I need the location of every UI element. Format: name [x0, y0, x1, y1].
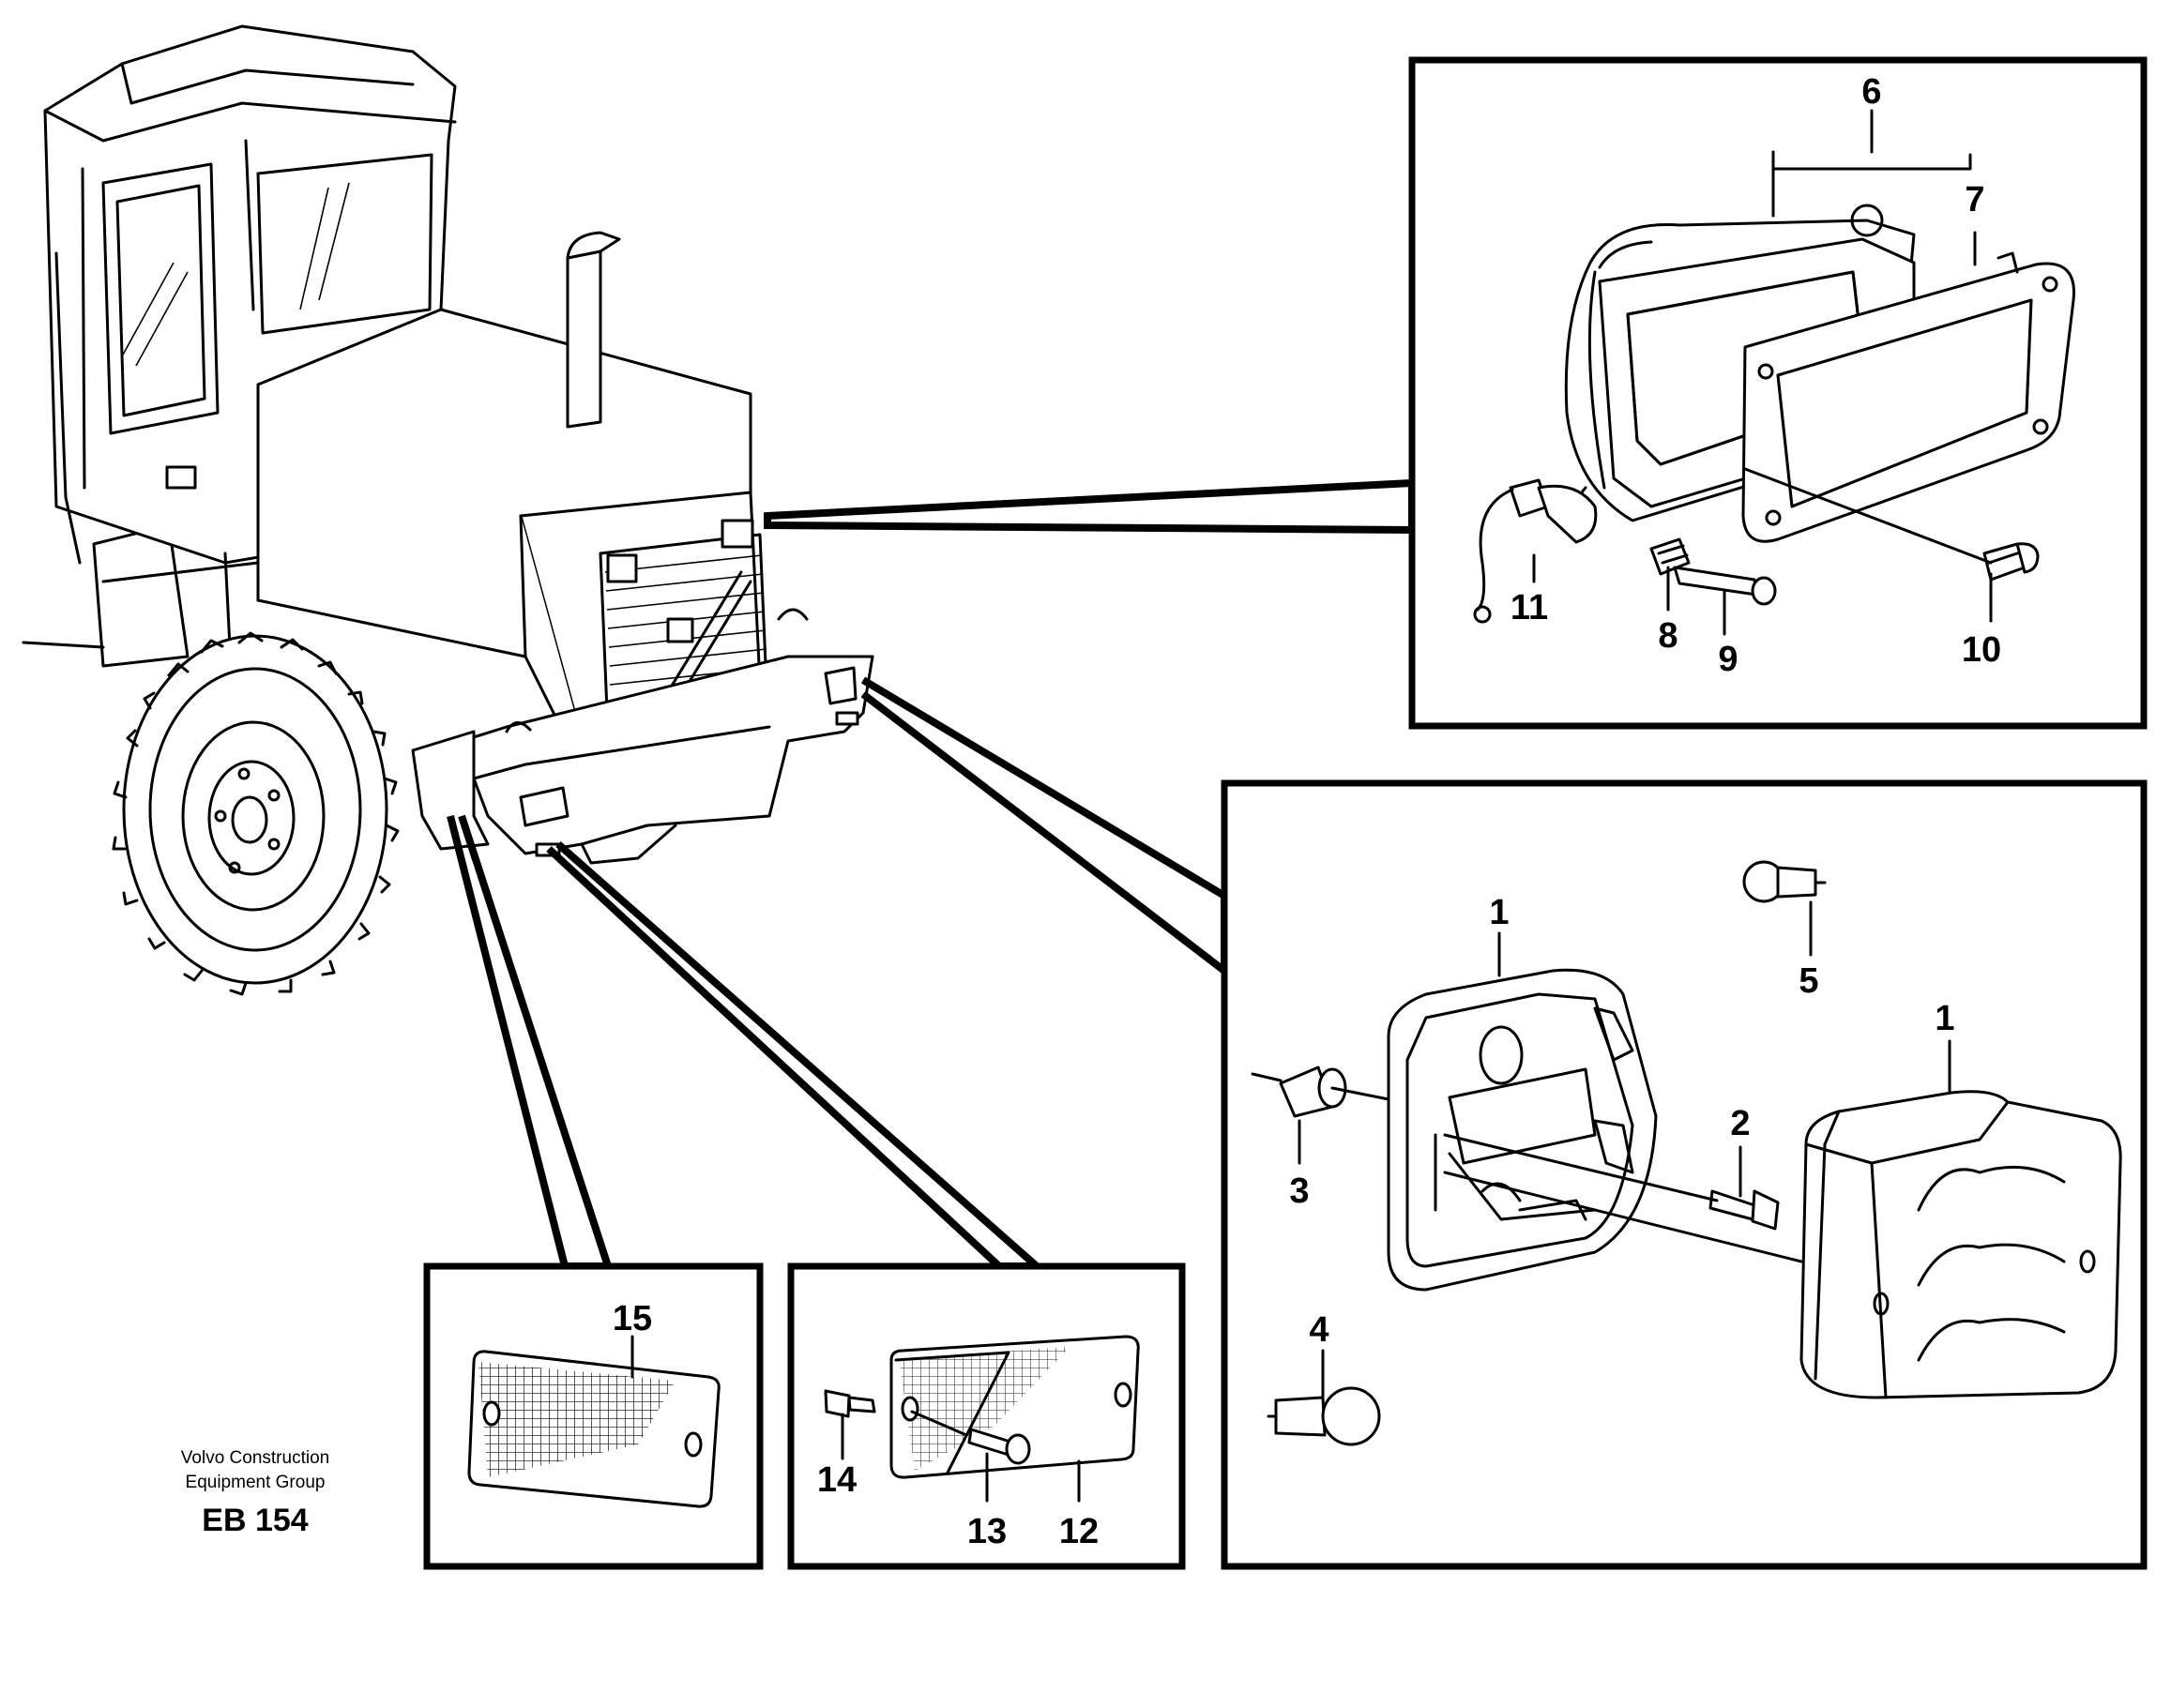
- adjusting-bolt: [1673, 566, 1777, 606]
- callout-6: 6: [1861, 72, 1881, 112]
- callout-5: 5: [1799, 961, 1818, 1001]
- side-reflector-bolted: [824, 1335, 1140, 1503]
- callout-2: 2: [1730, 1104, 1750, 1143]
- callout-3: 3: [1289, 1171, 1309, 1211]
- figure-code: EB 154: [202, 1503, 308, 1538]
- callout-12: 12: [1059, 1512, 1099, 1551]
- callout-13: 13: [967, 1512, 1007, 1551]
- bulb-large: [1267, 1349, 1381, 1446]
- bulb-small: [1742, 860, 1827, 957]
- callout-7: 7: [1965, 180, 1984, 219]
- callout-9: 9: [1718, 640, 1738, 679]
- rear-lamp-lens: [1799, 1090, 2122, 1399]
- exhaust-stack: [566, 231, 621, 429]
- front-wheel: [112, 631, 400, 996]
- callout-1-lens: 1: [1935, 999, 1954, 1038]
- credit-line-1: Volvo Construction: [181, 1448, 329, 1468]
- callout-11: 11: [1511, 588, 1548, 627]
- rear-lamp-assembly: [1251, 860, 2122, 1446]
- callout-4: 4: [1309, 1310, 1328, 1350]
- callout-numbers: 6 7 11 8 9 10 1 5 1 2 3 4 15 14 13 12: [613, 72, 2001, 1551]
- headlamp-frame: [1741, 251, 2075, 543]
- headlamp-assembly: [1473, 109, 2075, 636]
- headlamp-bulb: [1473, 478, 1598, 624]
- engine-hood: [101, 308, 752, 658]
- side-reflector: [467, 1335, 721, 1508]
- lamp-screw: [1708, 1145, 1780, 1231]
- publisher-credit: Volvo Construction Equipment Group EB 15…: [181, 1448, 329, 1538]
- callout-1-housing: 1: [1489, 893, 1509, 932]
- mounting-bolt: [1982, 542, 2040, 582]
- front-bumper: [430, 608, 874, 865]
- callout-10: 10: [1962, 630, 2001, 670]
- credit-line-2: Equipment Group: [186, 1473, 326, 1492]
- wheel-loader-illustration: [22, 24, 874, 996]
- callout-8: 8: [1658, 616, 1678, 656]
- adjusting-screw: [1649, 537, 1691, 576]
- callout-14: 14: [817, 1460, 857, 1500]
- callout-15: 15: [613, 1299, 652, 1338]
